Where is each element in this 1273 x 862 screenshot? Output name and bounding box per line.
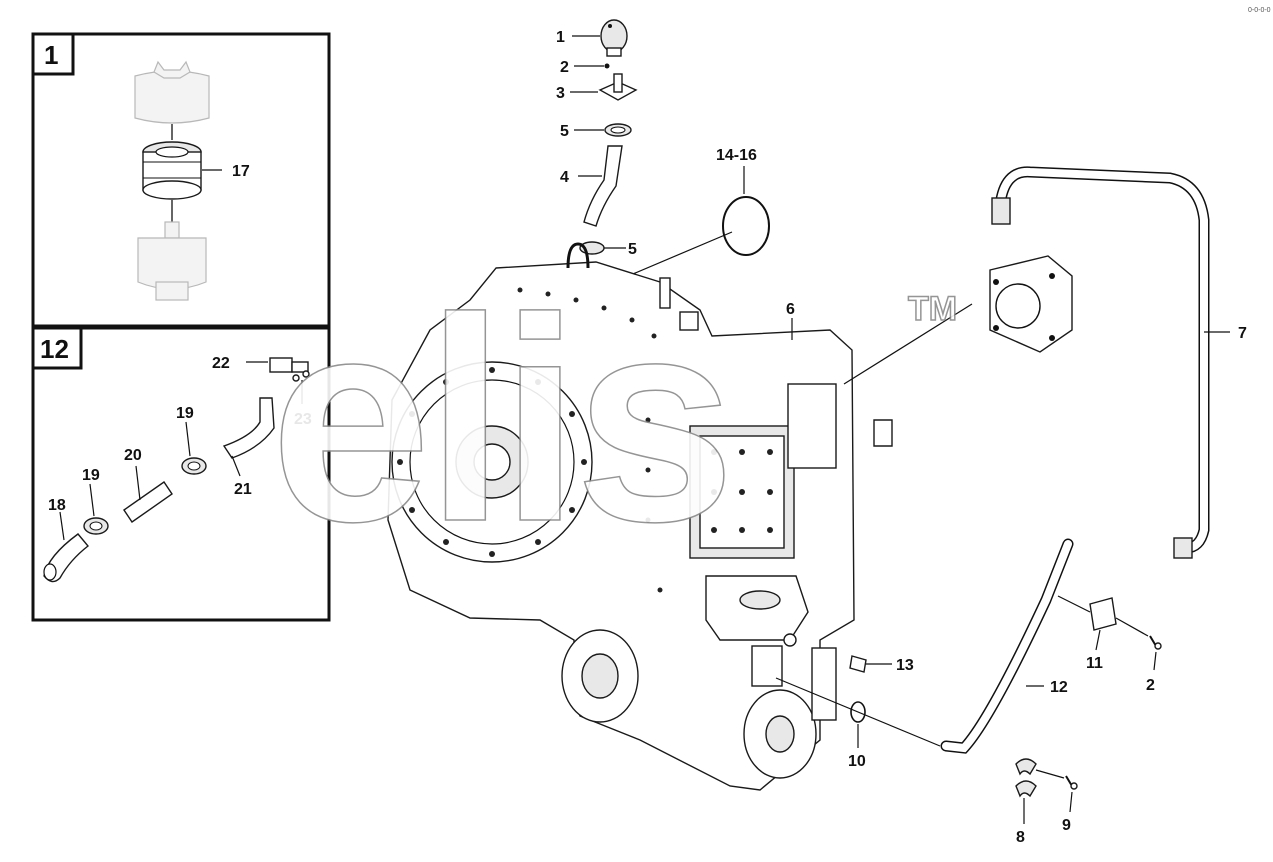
inset-12-label: 12 (40, 334, 69, 364)
callout-22: 22 (212, 355, 230, 372)
watermark: elis TM (269, 257, 958, 583)
inset-1-label: 1 (44, 40, 58, 70)
callout-2-top: 2 (560, 59, 569, 76)
callout-11: 11 (1086, 655, 1103, 672)
callout-18: 18 (48, 497, 66, 514)
callout-5-top: 5 (560, 123, 569, 140)
callout-10: 10 (848, 753, 866, 770)
callout-21: 21 (234, 481, 252, 498)
callout-2-lower: 2 (1146, 677, 1155, 694)
callout-12: 12 (1050, 679, 1068, 696)
callout-19-upper: 19 (176, 405, 194, 422)
callout-20: 20 (124, 447, 142, 464)
callout-14-16: 14-16 (716, 147, 757, 164)
dipstick-cap-1 (600, 19, 628, 57)
callout-6: 6 (786, 301, 795, 318)
callout-19-lower: 19 (82, 467, 100, 484)
callout-9: 9 (1062, 817, 1071, 834)
callout-17: 17 (232, 163, 250, 180)
callout-23: 23 (294, 411, 312, 428)
filter-housing-7 (989, 255, 1073, 353)
callout-4: 4 (560, 169, 569, 186)
callout-1: 1 (556, 29, 565, 46)
callout-8: 8 (1016, 829, 1025, 846)
watermark-tm: TM (908, 290, 957, 328)
callout-7: 7 (1238, 325, 1247, 342)
callout-13: 13 (896, 657, 914, 674)
watermark-text: elis (270, 258, 730, 582)
callout-5-lower: 5 (628, 241, 637, 258)
callout-3: 3 (556, 85, 565, 102)
inset-12-panel: 12 22 23 19 20 19 21 18 (31, 326, 331, 622)
transmission-housing (387, 242, 893, 791)
filter-element-17 (142, 141, 202, 200)
inset-1-panel: 1 17 (31, 32, 331, 328)
corner-code: 0-0-0-0 (1248, 7, 1271, 14)
